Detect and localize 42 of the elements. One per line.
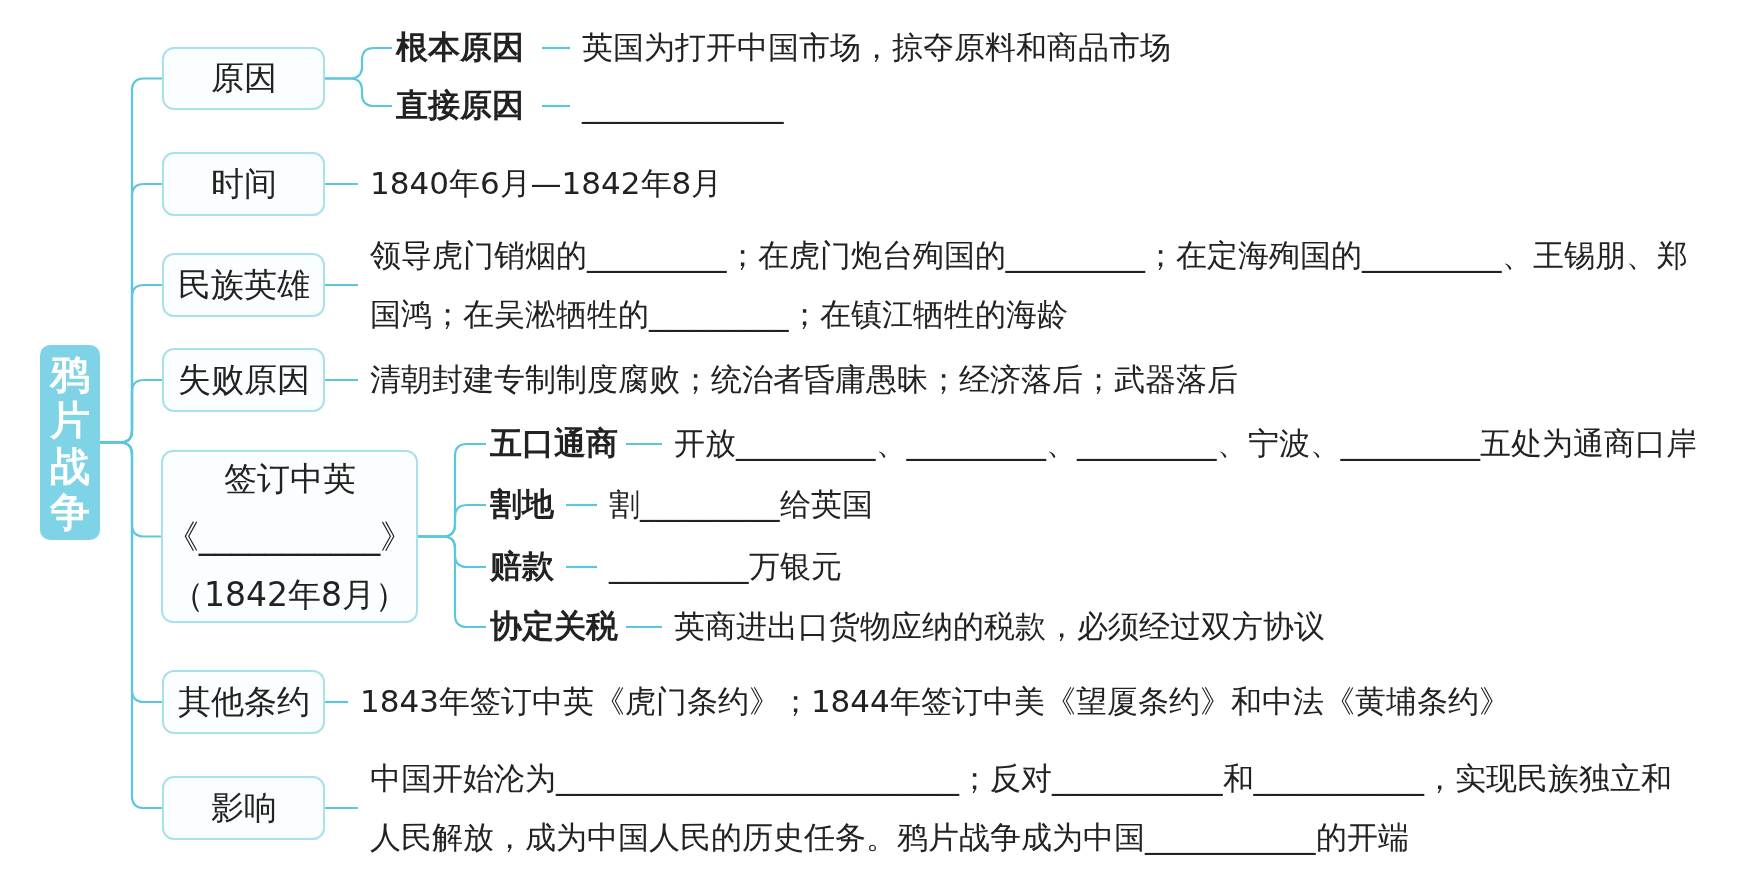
sub-label: 赔款 (486, 545, 566, 589)
sub-label: 直接原因 (392, 84, 542, 128)
note-text: 领导虎门销烟的_________；在虎门炮台殉国的_________；在定海殉国的_________、王锡朋、郑国鸿；在吴淞牺牲的_________；在镇江牺牲的海龄 (358, 222, 1688, 348)
connector-line (100, 441, 162, 810)
connector-line (325, 700, 348, 704)
note-text: 中国开始沦为__________________________；反对___________和___________，实现民族独立和人民解放，成为中国人民的历史任务。鸦片战争成为中国___________的开端 (358, 745, 1698, 871)
note-text: 英国为打开中国市场，掠夺原料和商品市场 (570, 26, 1270, 70)
connector-line (566, 503, 597, 507)
branch-box: 失败原因 (162, 348, 325, 412)
connector-line (626, 625, 662, 629)
sub-label: 割地 (486, 483, 566, 527)
branch-box: 其他条约 (162, 670, 325, 734)
branch-box: 影响 (162, 776, 325, 840)
box-text: 《___________》 (165, 515, 414, 558)
connector-line (542, 104, 570, 108)
connector-line (325, 77, 392, 108)
note-text: 1843年签订中英《虎门条约》；1844年签订中美《望厦条约》和中法《黄埔条约》 (348, 678, 1748, 726)
note-text: 开放_________、_________、_________、宁波、_________五处为通商口岸 (662, 422, 1752, 466)
sub-label: 五口通商 (486, 422, 626, 466)
branch-box (161, 450, 418, 623)
note-text: 清朝封建专制制度腐败；统治者昏庸愚昧；经济落后；武器落后 (358, 356, 1458, 404)
note-text: 英商进出口货物应纳的税款，必须经过双方协议 (662, 605, 1562, 649)
fill-in-line: _____________ (570, 84, 810, 128)
note-text: _________万银元 (597, 545, 1017, 589)
sub-label: 协定关税 (486, 605, 626, 649)
box-text: （1842年8月） (171, 573, 408, 616)
connector-line (542, 46, 570, 50)
connector-line (418, 535, 486, 629)
note-text: 1840年6月—1842年8月 (358, 160, 858, 208)
connector-line (325, 182, 358, 186)
connector-line (626, 442, 662, 446)
branch-box: 时间 (162, 152, 325, 216)
connector-line (325, 806, 358, 810)
connector-line (325, 378, 358, 382)
branch-box: 民族英雄 (162, 253, 325, 317)
sub-label: 根本原因 (392, 26, 542, 70)
connector-line (325, 283, 358, 287)
branch-box: 原因 (162, 47, 325, 110)
topic-box: 鸦片战争 (40, 345, 100, 540)
box-text: 签订中英 (223, 457, 356, 500)
connector-line (566, 565, 597, 569)
note-text: 割_________给英国 (597, 483, 1017, 527)
